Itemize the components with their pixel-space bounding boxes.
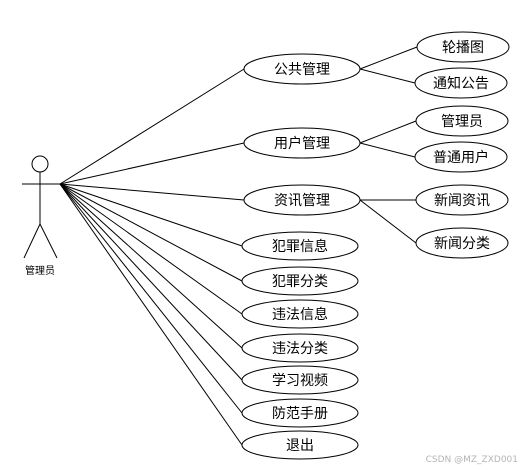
sub-case-banner: 轮播图 [416, 31, 510, 63]
sub-case-ellipse [415, 105, 509, 137]
use-case-label: 退出 [286, 438, 314, 454]
association-line [59, 183, 243, 414]
use-case-label: 用户管理 [274, 135, 330, 152]
use-case-crimecat: 犯罪分类 [241, 266, 359, 296]
use-case-illegal: 违法信息 [241, 299, 359, 329]
actor-right-leg [39, 223, 58, 259]
sub-case-label: 普通用户 [433, 149, 489, 166]
sub-case-ellipse [416, 31, 510, 63]
use-case-ellipse [241, 299, 359, 329]
use-case-video: 学习视频 [241, 365, 359, 395]
actor-head [31, 155, 49, 173]
use-case-ellipse [241, 365, 359, 395]
sub-case-label: 轮播图 [442, 40, 484, 56]
sub-case-newscat: 新闻分类 [415, 227, 509, 259]
association-line [59, 183, 243, 315]
use-case-ellipse [243, 53, 361, 85]
association-line [59, 183, 243, 282]
association-line [59, 183, 243, 349]
use-case-label: 违法信息 [272, 306, 328, 323]
sub-case-newsinfo: 新闻资讯 [415, 184, 509, 216]
use-case-ellipse [241, 266, 359, 296]
include-line [359, 199, 417, 244]
sub-case-notice: 通知公告 [414, 67, 508, 99]
use-case-ellipse [243, 127, 361, 159]
use-case-illcat: 违法分类 [241, 333, 359, 363]
use-case-label: 犯罪分类 [272, 274, 328, 290]
use-case-label: 公共管理 [274, 62, 330, 78]
association-line [59, 68, 245, 185]
association-line [59, 183, 243, 381]
sub-case-ellipse [415, 227, 509, 259]
sub-case-admin: 管理员 [415, 105, 509, 137]
sub-case-label: 通知公告 [433, 75, 489, 92]
use-case-logout: 退出 [241, 430, 359, 460]
actor-label: 管理员 [25, 264, 55, 277]
include-line [359, 68, 416, 84]
association-line [59, 183, 243, 446]
use-case-ellipse [241, 398, 359, 428]
include-line [359, 142, 416, 158]
use-case-label: 违法分类 [272, 341, 328, 357]
actor-left-leg [23, 223, 41, 259]
watermark: CSDN @MZ_ZXD001 [426, 455, 518, 465]
sub-case-ellipse [414, 67, 508, 99]
use-case-manual: 防范手册 [241, 398, 359, 428]
sub-case-ellipse [414, 141, 508, 173]
include-line [359, 120, 417, 144]
sub-case-normal: 普通用户 [414, 141, 508, 173]
use-case-crime: 犯罪信息 [241, 231, 359, 261]
sub-case-ellipse [415, 184, 509, 216]
actor-figure: 管理员 [22, 155, 60, 277]
association-line [59, 142, 245, 185]
sub-case-label: 新闻分类 [434, 236, 490, 252]
association-lines [59, 46, 418, 446]
use-case-news: 资讯管理 [243, 184, 361, 216]
use-case-label: 犯罪信息 [272, 238, 328, 255]
use-case-ellipse [241, 231, 359, 261]
sub-case-label: 管理员 [441, 114, 483, 130]
sub-case-label: 新闻资讯 [434, 193, 490, 209]
use-case-ellipse [241, 333, 359, 363]
use-case-ellipse [243, 184, 361, 216]
use-case-label: 资讯管理 [274, 193, 330, 209]
association-line [59, 183, 243, 247]
use-case-users: 用户管理 [243, 127, 361, 159]
use-case-label: 学习视频 [272, 373, 328, 389]
association-line [59, 183, 245, 201]
use-case-label: 防范手册 [272, 405, 328, 422]
use-case-ellipse [241, 430, 359, 460]
include-line [359, 46, 418, 70]
use-case-public: 公共管理 [243, 53, 361, 85]
